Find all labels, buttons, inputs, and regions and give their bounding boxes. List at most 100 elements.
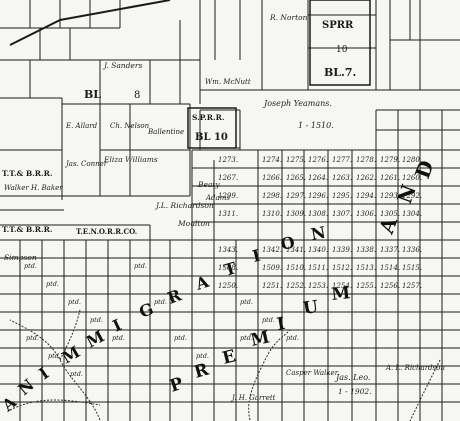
patented-note: ptd. <box>112 334 125 342</box>
patented-note: ptd. <box>48 352 61 360</box>
section-number: 1274. <box>262 156 282 164</box>
section-number: 1510. <box>286 264 306 272</box>
section-number: 1336. <box>402 246 422 254</box>
patented-note: ptd. <box>68 298 81 306</box>
section-number: 1264. <box>308 174 328 182</box>
patented-note: ptd. <box>154 298 167 306</box>
tenorr-label: T.E.N.O.R.R.CO. <box>76 227 137 236</box>
patented-note: ptd. <box>240 298 253 306</box>
section-number: 1296. <box>308 192 328 200</box>
grant-letter-immigration: G <box>136 299 156 322</box>
tbrr-label-1: T.T.& B.R.R. <box>2 169 52 178</box>
section-number: 1513. <box>356 264 376 272</box>
section-number: 1293. <box>380 192 400 200</box>
grant-letter-premium: M <box>330 283 351 305</box>
section-number: 1276. <box>308 156 328 164</box>
block-7-label: BL.7. <box>324 66 356 79</box>
grant-letter-immigration: O <box>279 232 297 253</box>
section-number: 1256. <box>380 282 400 290</box>
patented-note: ptd. <box>26 334 39 342</box>
patented-note: ptd. <box>262 316 275 324</box>
grant-letter-immigration: A <box>192 272 211 294</box>
patented-note: ptd. <box>24 262 37 270</box>
conner-label: Jas. Conner <box>64 160 108 168</box>
richardson-label: J.L. Richardson <box>154 201 214 210</box>
section-number: 1310. <box>262 210 282 218</box>
section-number: 1265. <box>286 174 306 182</box>
patented-note: ptd. <box>90 316 103 324</box>
section-number: 1341. <box>286 246 306 254</box>
section-number: 1308. <box>308 210 328 218</box>
spra-top-number: 10 <box>336 45 348 55</box>
section-number: 1266. <box>262 174 282 182</box>
section-number: 1297. <box>286 192 306 200</box>
grant-letter-premium: R <box>192 359 212 382</box>
norton-label: R. Norton <box>269 13 308 22</box>
section-number: 1509. <box>262 264 282 272</box>
baker-label: Walker H. Baker <box>4 184 63 192</box>
grant-letter-immigration: I <box>250 246 262 266</box>
section-number: 1294. <box>356 192 376 200</box>
section-number: 1511. <box>308 264 328 272</box>
section-number: 1257. <box>402 282 422 290</box>
grant-letter-immigration: N <box>309 223 327 244</box>
section-number: 1512. <box>332 264 352 272</box>
section-number: 1339. <box>332 246 352 254</box>
section-number: 1295. <box>332 192 352 200</box>
map-labels: SPRR 10 BL.7. S.P.R.R. BL 10 Joseph Yeam… <box>2 13 445 402</box>
garrett-label: J. H. Garrett <box>230 394 276 402</box>
nelson-label: Ch. Nelson <box>110 122 150 130</box>
section-number: 1514. <box>380 264 400 272</box>
block-10-label: BL 10 <box>195 132 228 143</box>
section-number: 1267. <box>218 174 238 182</box>
section-number: 1251. <box>262 282 282 290</box>
section-numbers: 1273.1274.1275.1276.1277.1278.1279.1280.… <box>24 156 422 378</box>
section-number: 1260. <box>402 174 422 182</box>
section-number: 1280. <box>402 156 422 164</box>
railroad-line <box>9 0 171 46</box>
section-number: 1299. <box>218 192 238 200</box>
joseph-number: 1 - 1510. <box>298 121 334 130</box>
casper-label: Casper Walker <box>286 369 339 377</box>
section-number: 1252. <box>286 282 306 290</box>
tbrr-label-2: T.T.& B.R.R. <box>2 225 52 234</box>
patented-note: ptd. <box>70 370 83 378</box>
section-number: 1273. <box>218 156 238 164</box>
joseph-label: Joseph Yeamans. <box>262 99 332 108</box>
grant-letter-premium: U <box>302 297 320 319</box>
grant-letter-premium: E <box>220 346 237 369</box>
section-number: 1309. <box>286 210 306 218</box>
section-number: 1255. <box>356 282 376 290</box>
section-number: 1263. <box>332 174 352 182</box>
sanders-label: J. Sanders <box>102 61 142 70</box>
block-left-label: BL <box>84 88 101 101</box>
beaty-label: Beaty <box>197 180 220 189</box>
block-10-box <box>187 107 237 149</box>
moulton-label: Moulton <box>177 219 210 228</box>
section-number: 1253. <box>308 282 328 290</box>
patented-note: ptd. <box>240 334 253 342</box>
section-number: 1262. <box>356 174 376 182</box>
block-left-number: 8 <box>134 90 140 101</box>
section-number: 1508. <box>218 264 238 272</box>
section-number: 1342. <box>262 246 282 254</box>
section-number: 1261. <box>380 174 400 182</box>
patented-note: ptd. <box>174 334 187 342</box>
simpson-label: Simpson <box>4 253 37 262</box>
streams <box>9 309 441 421</box>
williams-label: Eliza Williams <box>103 155 158 164</box>
adams-label: Adams <box>205 194 230 202</box>
grant-letter-immigration: T <box>222 258 239 280</box>
section-number: 1275. <box>286 156 306 164</box>
section-number: 1340. <box>308 246 328 254</box>
grant-letter-premium: M <box>249 327 272 351</box>
richardson2-label: A. L. Richardson <box>385 364 445 372</box>
section-number: 1292. <box>402 192 422 200</box>
section-number: 1279. <box>380 156 400 164</box>
section-number: 1304. <box>402 210 422 218</box>
section-number: 1343. <box>218 246 238 254</box>
